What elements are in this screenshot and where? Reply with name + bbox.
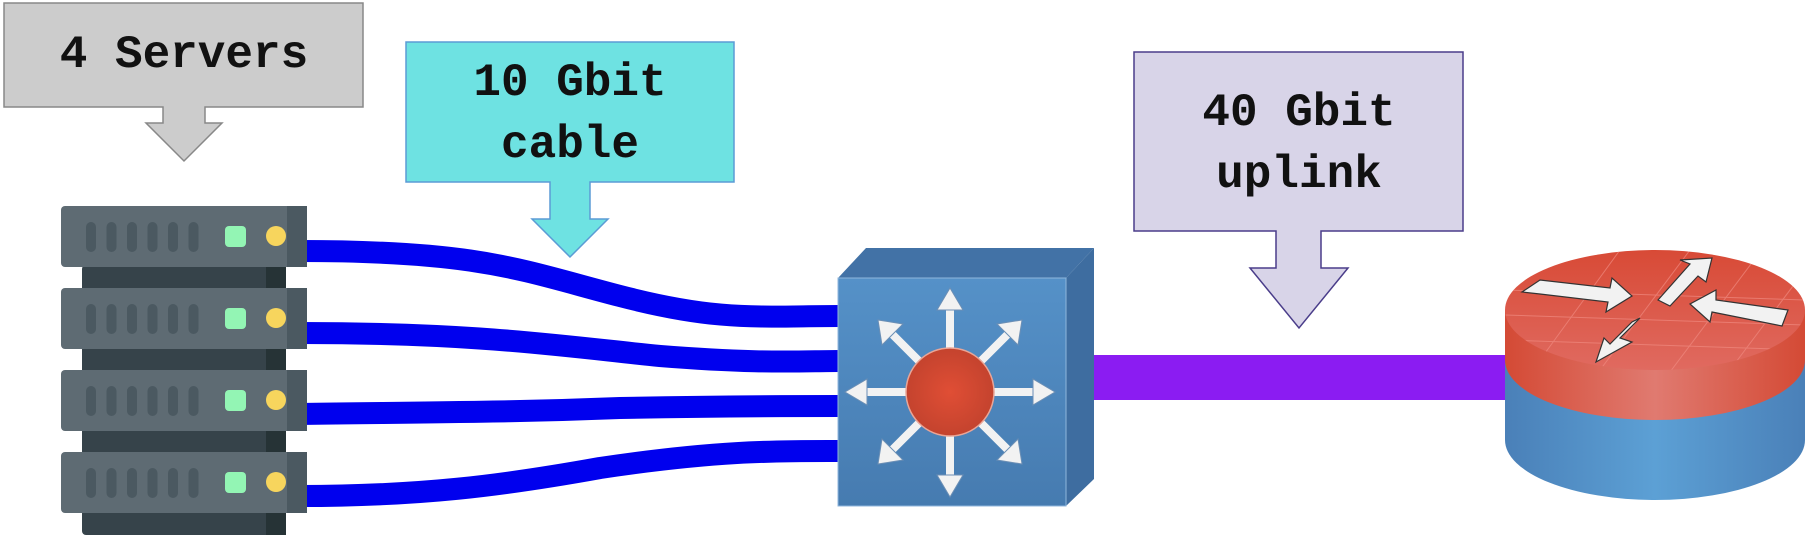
cable-server-1[interactable] (299, 240, 841, 328)
vent-slot (86, 222, 96, 252)
cable-server-4[interactable] (299, 439, 841, 507)
vent-slot (188, 304, 199, 334)
vent-slot (188, 222, 199, 252)
router-arrows-icon (1520, 257, 1789, 364)
vent-slot (106, 222, 117, 252)
vent-slot (188, 386, 199, 416)
status-led-green (225, 390, 246, 411)
vent-slot (147, 222, 158, 252)
status-led-green (225, 308, 246, 329)
vent-slot (168, 222, 178, 252)
callout-uplink (1133, 51, 1464, 330)
uplink-cable[interactable] (1093, 355, 1523, 400)
callout-cable-label: 10 Gbit cable (473, 57, 667, 171)
vent-slot (127, 304, 137, 334)
callout-servers-label: 4 Servers (59, 29, 309, 81)
vent-slot (127, 222, 137, 252)
server-cables (299, 240, 841, 507)
vent-slot (86, 386, 96, 416)
vent-slot (147, 386, 158, 416)
server-unit[interactable] (61, 288, 307, 349)
vent-slot (86, 304, 96, 334)
status-led-green (225, 226, 246, 247)
vent-slot (168, 304, 178, 334)
callout-servers (3, 2, 364, 163)
vent-slot (106, 468, 117, 498)
layer3-switch-icon[interactable] (837, 248, 1094, 507)
switch-core-icon (905, 347, 995, 437)
server-unit[interactable] (61, 206, 307, 267)
vent-slot (168, 386, 178, 416)
vent-slot (106, 304, 117, 334)
vent-slot (188, 468, 199, 498)
vent-slot (147, 304, 158, 334)
status-led-yellow (266, 472, 286, 492)
vent-slot (86, 468, 96, 498)
callout-cable (405, 41, 735, 259)
callout-uplink-label: 40 Gbit uplink (1202, 87, 1396, 201)
router-icon[interactable] (1505, 250, 1805, 500)
vent-slot (127, 386, 137, 416)
server-unit[interactable] (61, 370, 307, 431)
server-rack-icon[interactable] (61, 206, 307, 535)
server-unit[interactable] (61, 452, 307, 513)
vent-slot (127, 468, 137, 498)
status-led-green (225, 472, 246, 493)
vent-slot (106, 386, 117, 416)
vent-slot (168, 468, 178, 498)
cable-server-2[interactable] (299, 322, 841, 373)
status-led-yellow (266, 226, 286, 246)
status-led-yellow (266, 308, 286, 328)
vent-slot (147, 468, 158, 498)
status-led-yellow (266, 390, 286, 410)
cable-server-3[interactable] (299, 395, 841, 425)
